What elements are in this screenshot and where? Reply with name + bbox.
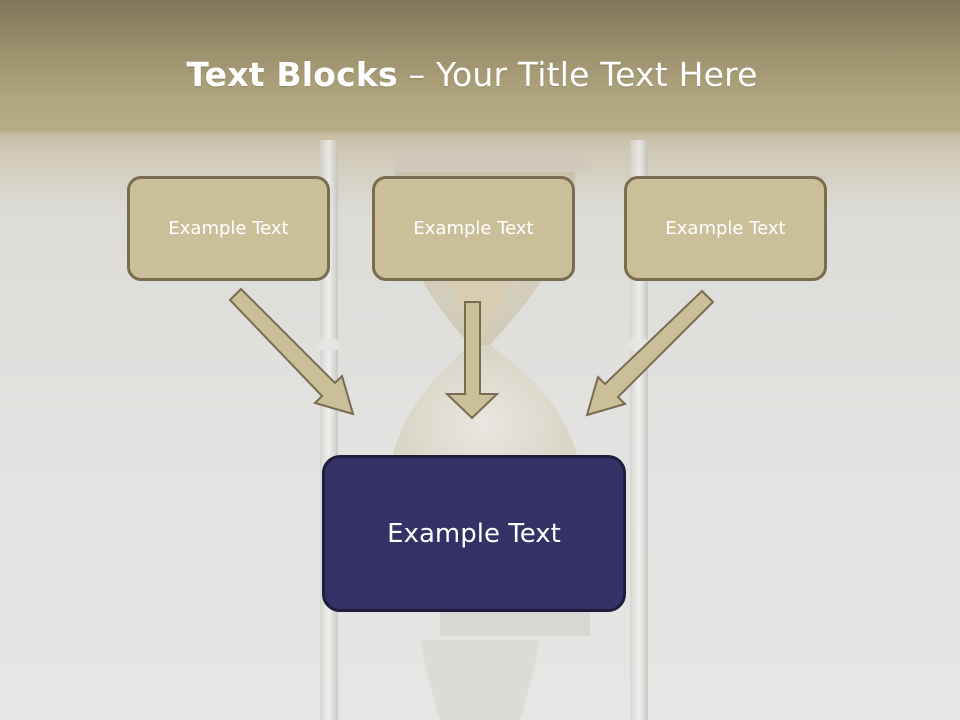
arrow-left-down-right — [228, 287, 355, 416]
slide-title: Text Blocks – Your Title Text Here — [0, 54, 944, 96]
arrow-center-down — [444, 301, 500, 420]
arrow-right-down-left — [585, 289, 715, 417]
text-block-left[interactable]: Example Text — [127, 176, 330, 281]
text-block-center[interactable]: Example Text — [372, 176, 575, 281]
target-text-block-label: Example Text — [387, 518, 561, 549]
title-dash: – — [397, 55, 436, 94]
title-rest: Your Title Text Here — [435, 55, 758, 94]
text-block-center-label: Example Text — [413, 218, 534, 239]
target-text-block[interactable]: Example Text — [322, 455, 626, 612]
title-bold: Text Blocks — [186, 55, 398, 94]
text-block-left-label: Example Text — [168, 218, 289, 239]
text-block-right[interactable]: Example Text — [624, 176, 827, 281]
header-band — [0, 0, 960, 135]
text-block-right-label: Example Text — [665, 218, 786, 239]
